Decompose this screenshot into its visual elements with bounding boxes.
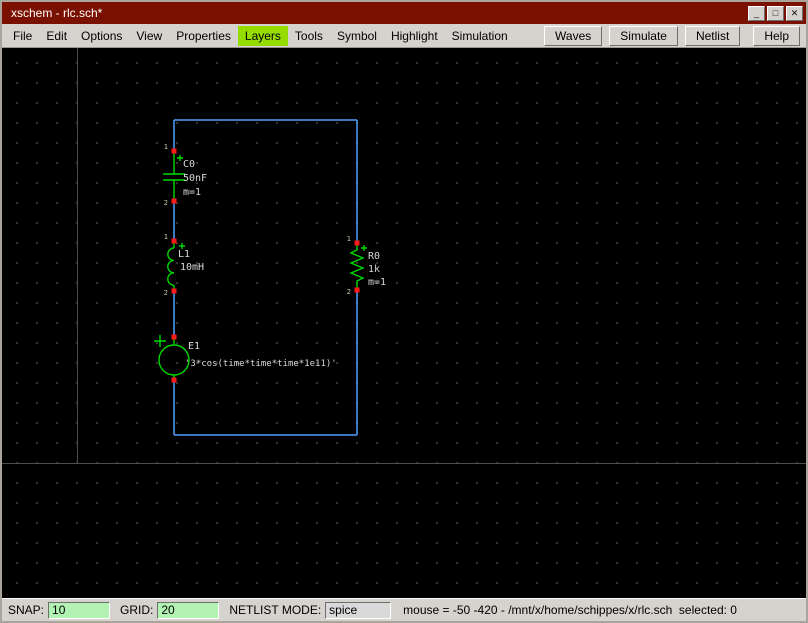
component-label-l1-name[interactable]: L1 xyxy=(178,249,191,260)
svg-text:1: 1 xyxy=(347,235,351,243)
menu-item-symbol[interactable]: Symbol xyxy=(336,28,377,43)
origin-axis-vertical xyxy=(77,48,78,463)
voltage-source-symbol[interactable] xyxy=(154,335,190,380)
svg-text:1: 1 xyxy=(164,233,168,241)
component-label-c0-value[interactable]: 50nF xyxy=(183,173,208,184)
menu-item-properties[interactable]: Properties xyxy=(176,28,231,43)
component-label-r0-name[interactable]: R0 xyxy=(368,251,381,262)
waves-button[interactable]: Waves xyxy=(544,25,603,46)
menu-item-view[interactable]: View xyxy=(136,28,163,43)
menu-item-tools[interactable]: Tools xyxy=(294,28,323,43)
netlist-mode-label: NETLIST MODE: xyxy=(229,603,322,617)
component-label-c0-name[interactable]: C0 xyxy=(183,159,196,170)
polarity-plus-icon xyxy=(361,245,367,251)
netlist-mode-input[interactable] xyxy=(325,601,392,619)
component-label-c0-m[interactable]: m=1 xyxy=(183,187,202,198)
minimize-icon[interactable]: _ xyxy=(748,5,765,21)
pin-numbers: 1 2 1 2 1 2 xyxy=(164,143,351,297)
netlist-button[interactable]: Netlist xyxy=(684,25,741,46)
menu-item-highlight[interactable]: Highlight xyxy=(390,28,438,43)
polarity-plus-icon xyxy=(177,155,183,161)
menu-item-layers[interactable]: Layers xyxy=(237,25,288,46)
wire-net[interactable] xyxy=(173,119,358,436)
window-controls: _ □ ✕ xyxy=(746,5,803,21)
origin-axis-horizontal xyxy=(2,463,806,464)
svg-text:2: 2 xyxy=(347,288,351,296)
snap-label: SNAP: xyxy=(8,603,45,617)
mouse-status-text: mouse = -50 -420 - /mnt/x/home/schippes/… xyxy=(403,603,737,617)
titlebar: xschem - rlc.sch* _ □ ✕ xyxy=(2,2,806,24)
toolbar: Waves Simulate Netlist Help xyxy=(544,25,802,46)
maximize-icon[interactable]: □ xyxy=(767,5,784,21)
svg-text:1: 1 xyxy=(164,143,168,151)
simulate-button[interactable]: Simulate xyxy=(609,25,678,46)
grid-label: GRID: xyxy=(120,603,154,617)
capacitor-symbol[interactable] xyxy=(163,151,185,201)
menu-item-options[interactable]: Options xyxy=(81,28,123,43)
polarity-plus-icon xyxy=(179,243,185,249)
svg-text:2: 2 xyxy=(164,199,168,207)
menubar: File Edit Options View Properties Layers… xyxy=(2,24,806,48)
component-label-r0-value[interactable]: 1k xyxy=(368,264,381,275)
schematic-drawing: 1 2 1 2 1 2 xyxy=(154,119,367,436)
menu-item-edit[interactable]: Edit xyxy=(46,28,68,43)
component-label-e1-value[interactable]: '3*cos(time*time*time*1e11)' xyxy=(185,359,337,369)
statusbar: SNAP: GRID: NETLIST MODE: mouse = -50 -4… xyxy=(2,598,806,621)
component-label-r0-m[interactable]: m=1 xyxy=(368,277,387,288)
pin-markers[interactable] xyxy=(171,148,360,383)
svg-text:2: 2 xyxy=(164,289,168,297)
close-icon[interactable]: ✕ xyxy=(786,5,803,21)
help-button[interactable]: Help xyxy=(753,25,800,46)
snap-input[interactable] xyxy=(48,601,111,619)
resistor-symbol[interactable] xyxy=(349,243,367,290)
component-label-l1-value[interactable]: 10mH xyxy=(180,262,205,273)
menu-item-file[interactable]: File xyxy=(13,28,33,43)
component-label-e1-name[interactable]: E1 xyxy=(188,341,201,352)
schematic-canvas[interactable]: 1 2 1 2 1 2 C0 50nF m=1 L1 10mH E1 '3*co… xyxy=(2,48,806,598)
window-title: xschem - rlc.sch* xyxy=(11,6,103,20)
grid-input[interactable] xyxy=(157,601,220,619)
menu-item-simulation[interactable]: Simulation xyxy=(451,28,508,43)
polarity-plus-icon xyxy=(154,335,166,347)
